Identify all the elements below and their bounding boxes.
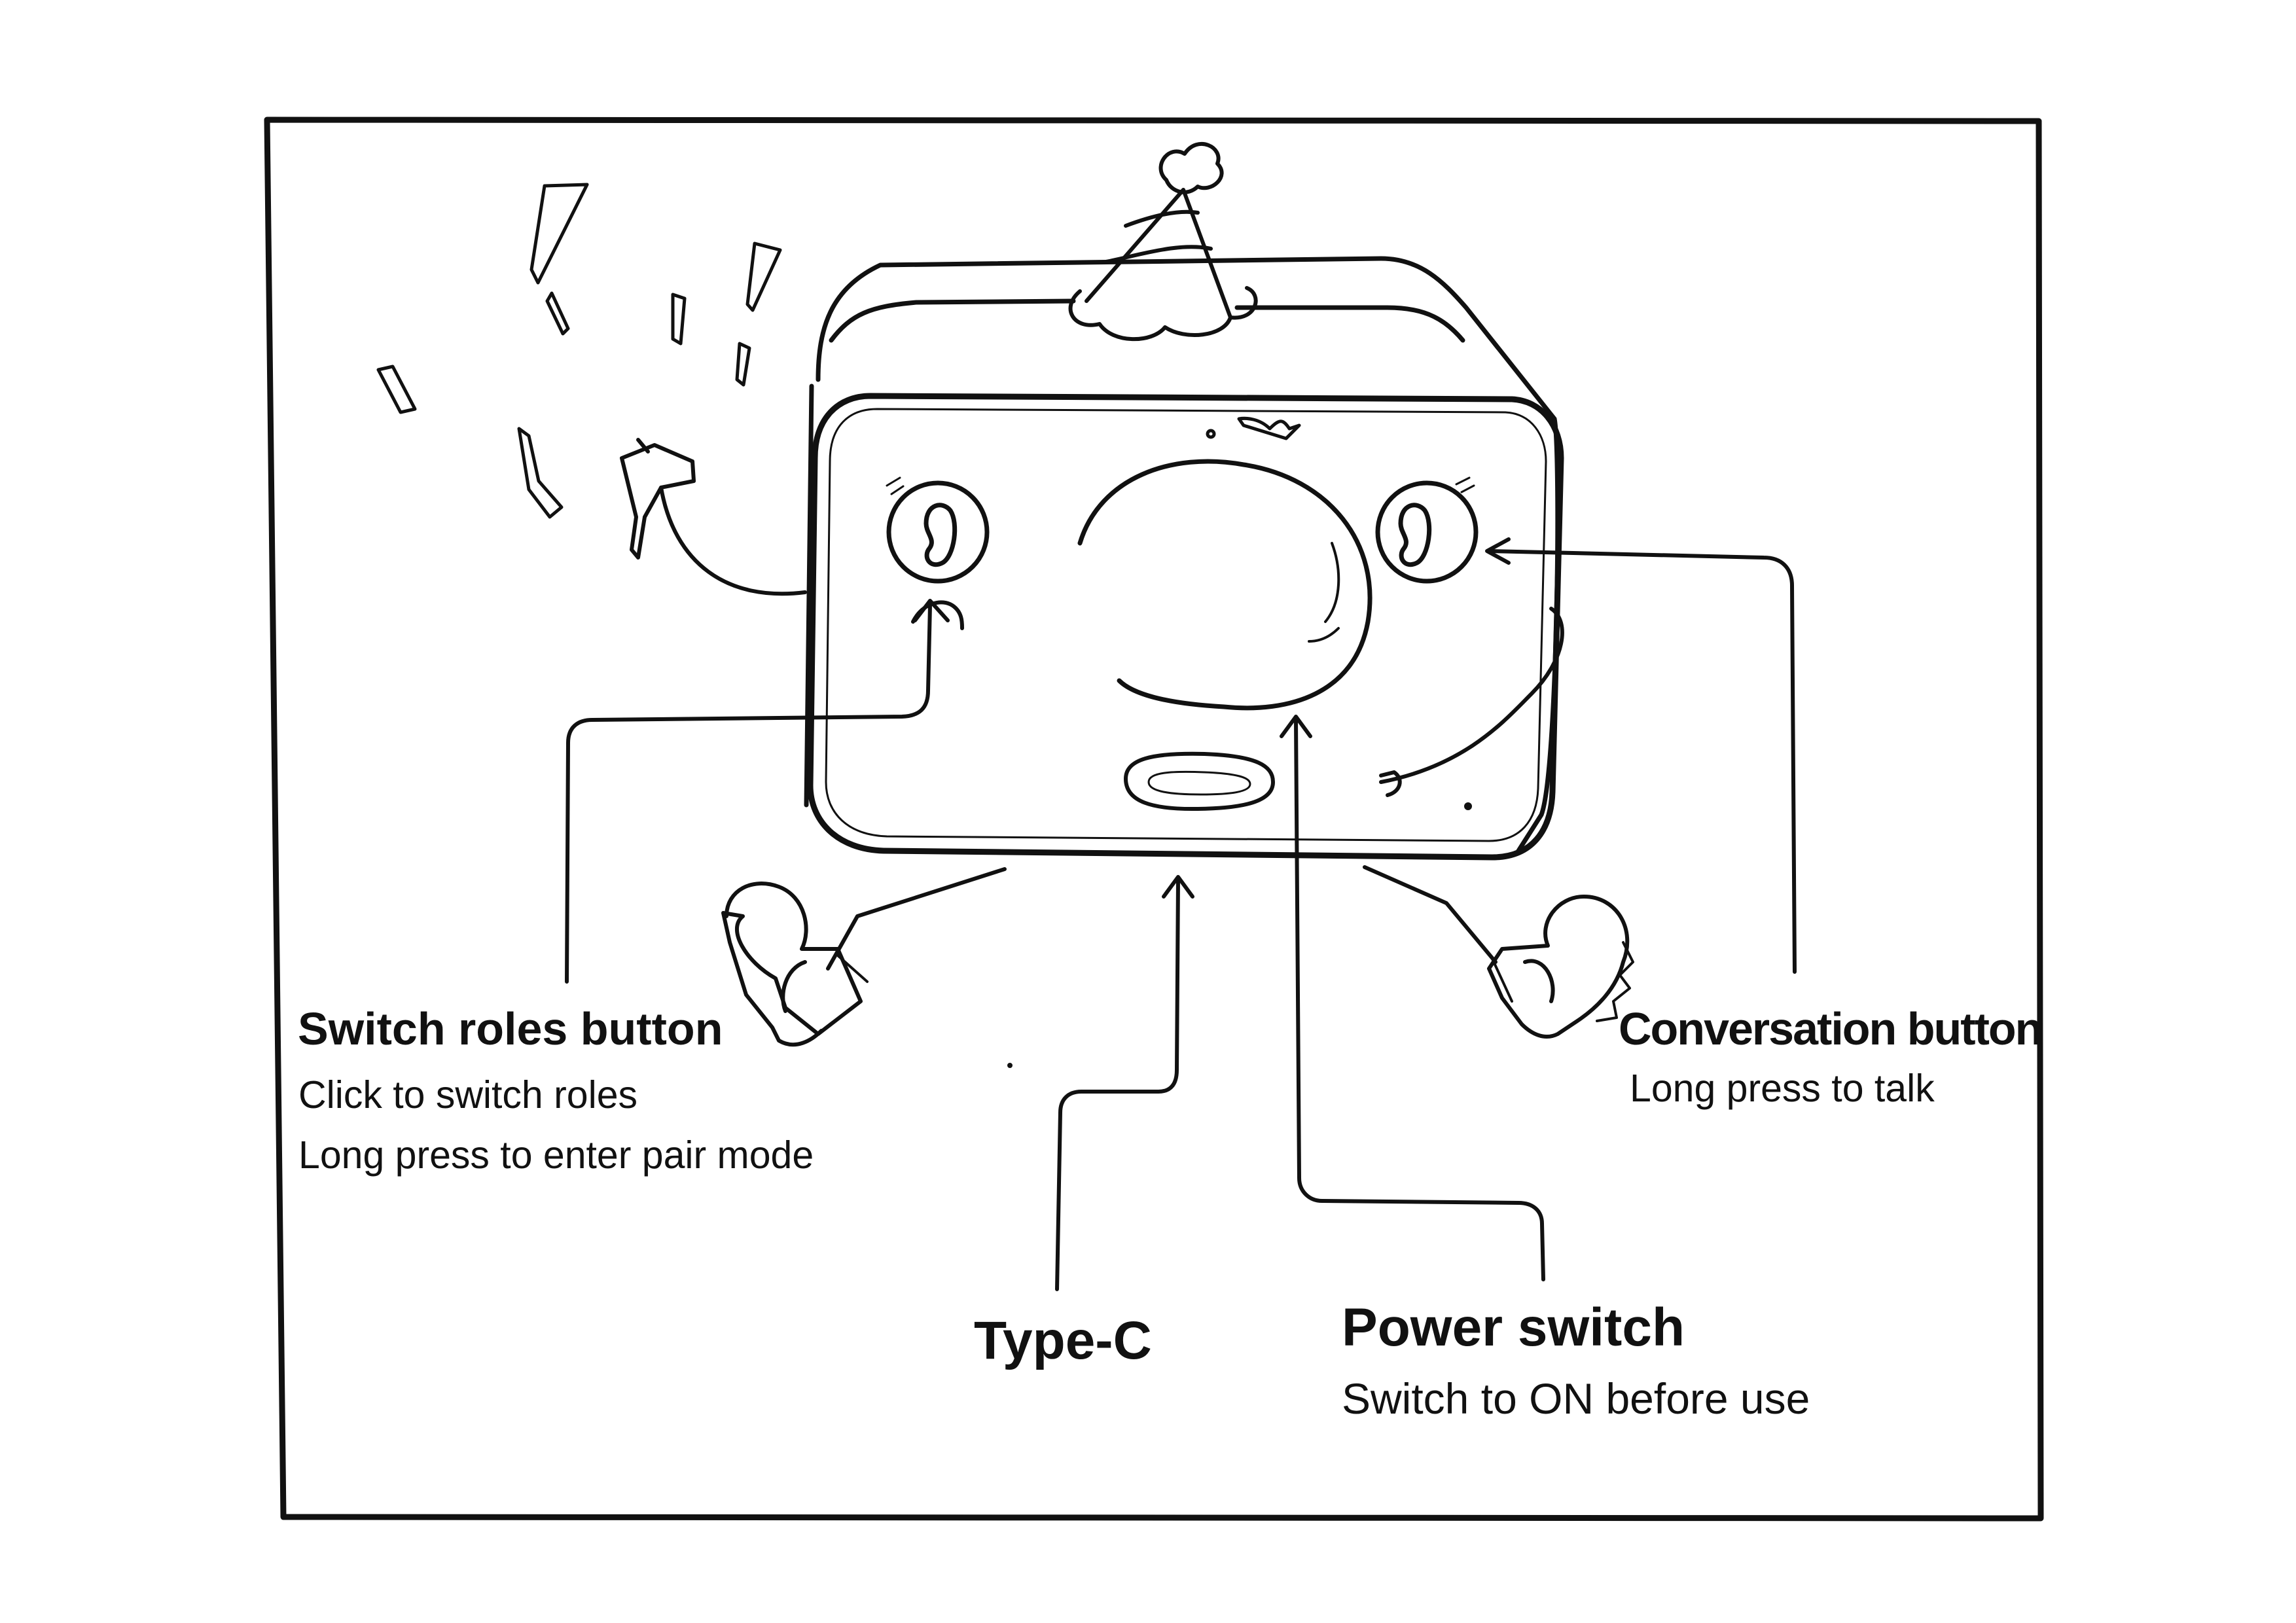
power-switch-title: Power switch <box>1342 1298 1685 1357</box>
switch-roles-leader <box>565 603 932 984</box>
type-c-port <box>1124 751 1275 812</box>
switch-roles-title: Switch roles button <box>298 1003 723 1054</box>
left-eye <box>886 476 990 584</box>
power-knob <box>1077 459 1372 711</box>
type-c-leader <box>1055 878 1180 1291</box>
right-glove <box>1363 865 1634 1039</box>
power-switch-desc-1: Switch to ON before use <box>1342 1374 1810 1423</box>
device-top <box>804 256 1557 808</box>
switch-roles-desc-1: Click to switch roles <box>298 1073 638 1116</box>
device-side <box>1516 416 1560 853</box>
confetti <box>376 183 782 519</box>
left-glove <box>721 867 1007 1047</box>
power-switch-leader <box>1294 718 1545 1281</box>
conversation-title: Conversation button <box>1619 1003 2043 1054</box>
party-hat <box>1068 141 1258 342</box>
leader-lines <box>565 537 1797 1291</box>
conversation-desc-1: Long press to talk <box>1630 1067 1935 1110</box>
right-arm <box>1379 607 1564 810</box>
device-front-inner <box>825 408 1547 842</box>
conversation-leader <box>1487 549 1797 974</box>
device-front <box>807 393 1564 861</box>
diagram-frame <box>264 116 2044 1522</box>
switch-roles-desc-2: Long press to enter pair mode <box>298 1133 814 1177</box>
right-eye <box>1375 476 1479 584</box>
type-c-title: Type-C <box>974 1311 1152 1370</box>
bow <box>1206 416 1301 440</box>
party-popper-arm <box>620 438 807 596</box>
